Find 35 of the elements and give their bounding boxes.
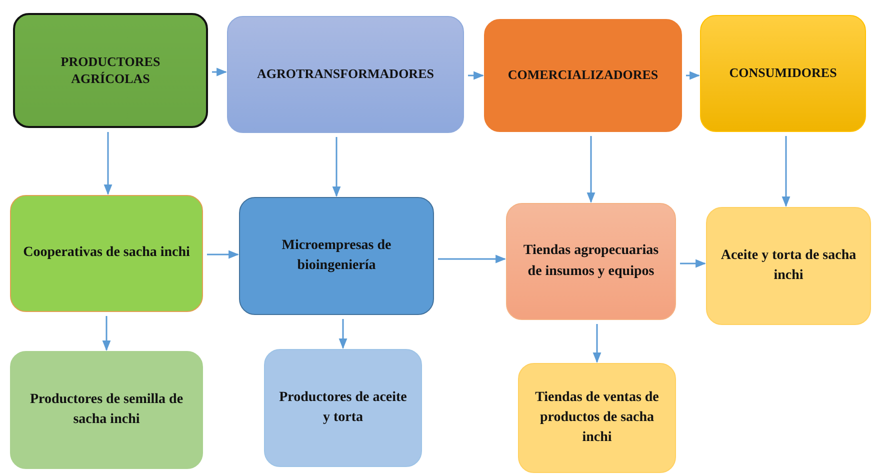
box-label: Productores de semilla de sacha inchi <box>28 390 184 429</box>
box-label: COMERCIALIZADORES <box>508 67 658 84</box>
arrow <box>592 324 602 364</box>
arrow <box>212 68 228 76</box>
box-label: Cooperativas de sacha inchi <box>23 244 190 262</box>
arrow <box>332 137 341 198</box>
process-box <box>506 203 676 320</box>
box-label: CONSUMIDORES <box>729 65 837 82</box>
arrow <box>586 136 596 204</box>
process-box <box>264 349 422 467</box>
process-box <box>10 351 203 469</box>
box-label: Tiendas de ventas de productos de sacha inchi <box>534 388 660 448</box>
process-box <box>227 16 464 133</box>
process-box <box>706 207 871 325</box>
process-box <box>239 197 434 315</box>
process-box <box>700 15 866 132</box>
box-label: PRODUCTORES AGRÍCOLAS <box>60 54 162 87</box>
box-label: Microempresas de bioingeniería <box>280 236 392 275</box>
arrow <box>338 319 348 350</box>
arrow <box>438 254 506 264</box>
box-label: Aceite y torta de sacha inchi <box>720 246 858 285</box>
process-box <box>518 363 676 473</box>
process-box <box>484 19 682 132</box>
arrow <box>104 132 112 196</box>
arrow <box>468 71 484 80</box>
arrow <box>782 136 790 208</box>
arrow <box>207 250 240 259</box>
box-label: Tiendas agropecuarias de insumos y equipos <box>522 242 660 280</box>
arrow <box>680 259 706 268</box>
arrow <box>686 71 700 80</box>
box-label: Productores de aceite y torta <box>278 388 408 427</box>
arrow <box>102 316 111 352</box>
process-box <box>10 195 203 312</box>
process-box <box>13 13 208 128</box>
box-label: AGROTRANSFORMADORES <box>257 66 434 83</box>
